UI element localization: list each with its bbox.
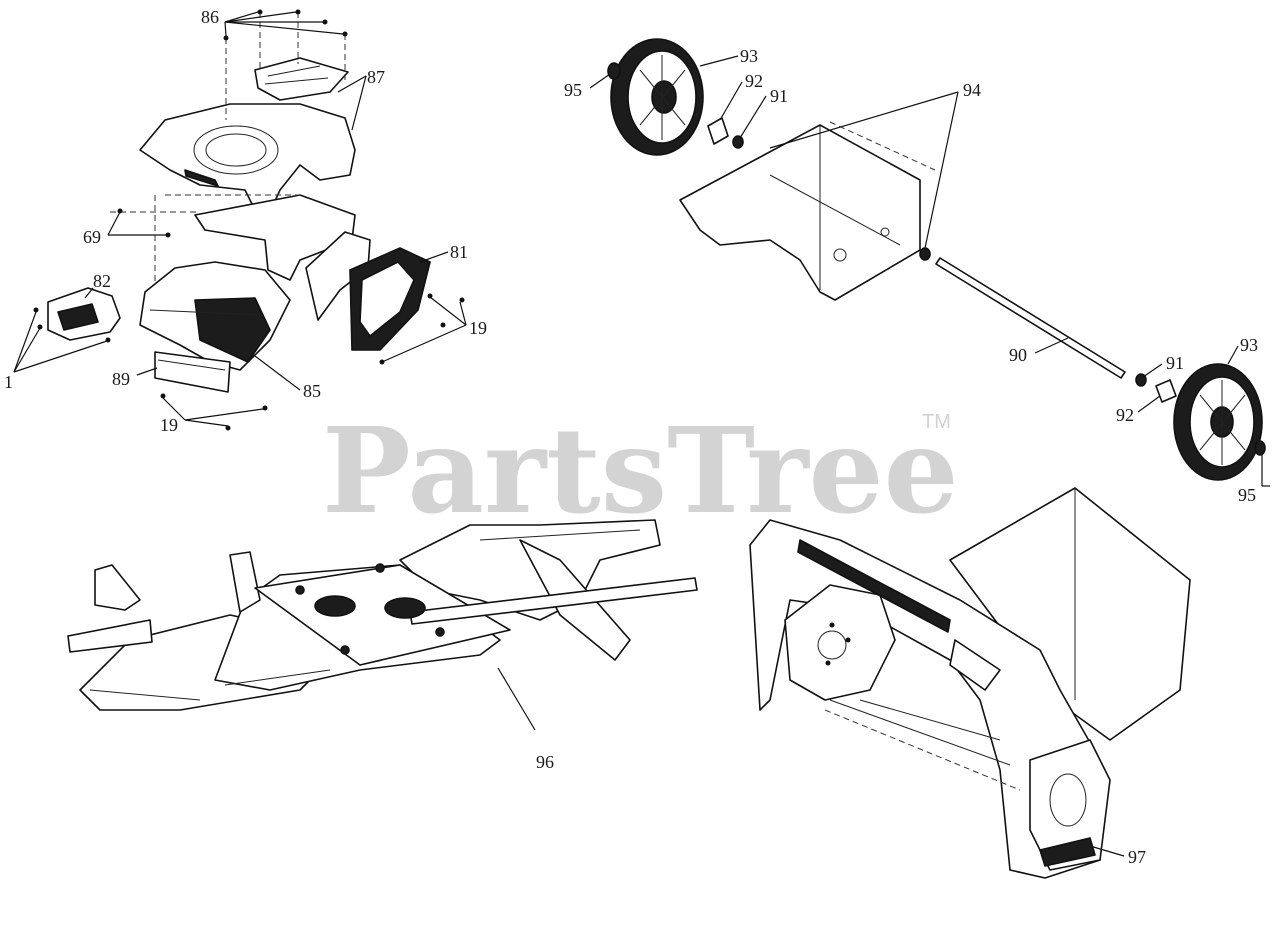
callout-95-left: 95 — [564, 80, 582, 100]
wheel-right-93 — [1173, 363, 1263, 481]
callout-81: 81 — [450, 242, 468, 262]
axle-90 — [919, 247, 1126, 379]
top-cover-assembly — [139, 9, 356, 213]
callout-19-bottom: 19 — [160, 415, 178, 435]
callout-96: 96 — [536, 752, 554, 772]
auger-assembly-96 — [67, 519, 698, 711]
callout-86: 86 — [201, 7, 219, 27]
callout-93-left: 93 — [740, 46, 758, 66]
washer-91-left — [732, 135, 744, 149]
washer-95-left — [607, 62, 621, 80]
callout-92-right: 92 — [1116, 405, 1134, 425]
callout-69: 69 — [83, 227, 101, 247]
fasteners-top-left — [33, 208, 465, 431]
bushing-92-right — [1155, 379, 1177, 403]
chassis-frame — [679, 121, 936, 301]
callout-19-right: 19 — [469, 318, 487, 338]
callout-91-left: 91 — [770, 86, 788, 106]
callout-90: 90 — [1009, 345, 1027, 365]
callout-85: 85 — [303, 381, 321, 401]
washer-95-right — [1254, 440, 1266, 456]
lower-housing-85 — [139, 261, 291, 371]
callout-92-left: 92 — [745, 71, 763, 91]
callout-94: 94 — [963, 80, 981, 100]
callout-89: 89 — [112, 369, 130, 389]
leader-lines — [13, 11, 1270, 857]
callout-95-right: 95 — [1238, 485, 1256, 505]
wheel-left-93 — [610, 38, 704, 156]
callout-93-right: 93 — [1240, 335, 1258, 355]
callout-87: 87 — [367, 67, 385, 87]
side-panel-81 — [305, 231, 431, 351]
callout-labels: 86 87 69 82 81 19 1 89 85 19 95 93 92 91… — [4, 7, 1258, 867]
auger-housing-97 — [749, 487, 1191, 879]
frame-plate — [110, 194, 356, 300]
watermark-trademark: TM — [922, 411, 951, 433]
bushing-92-left — [707, 117, 729, 145]
callout-97: 97 — [1128, 847, 1146, 867]
callout-82: 82 — [93, 271, 111, 291]
callout-91-right: 91 — [1166, 353, 1184, 373]
side-cover-82 — [47, 287, 121, 341]
callout-1: 1 — [4, 372, 13, 392]
watermark-brand: PartsTree — [322, 401, 959, 540]
